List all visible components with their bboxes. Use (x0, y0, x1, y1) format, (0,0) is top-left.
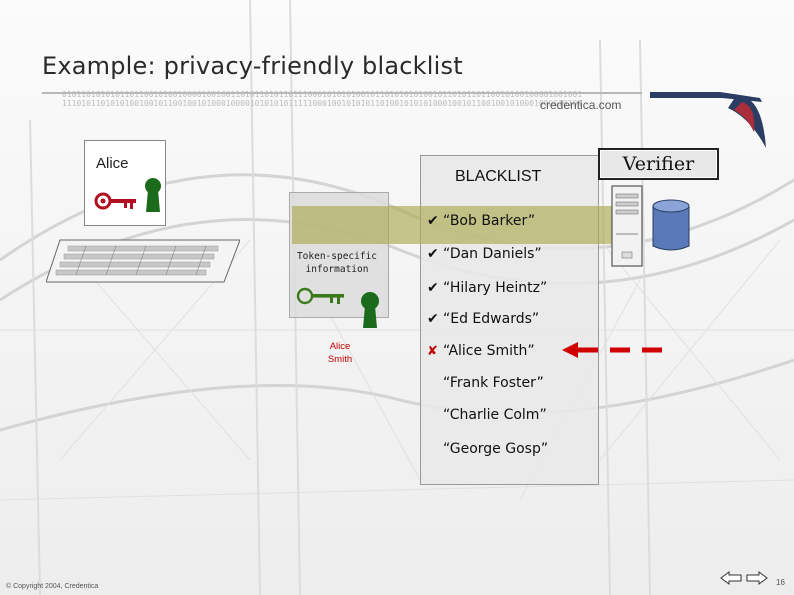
entry-name: “Ed Edwards” (443, 311, 540, 327)
blacklist-entry: “George Gosp” (427, 441, 548, 457)
token-keyhole-icon (361, 292, 379, 328)
alice-label: Alice (96, 155, 129, 172)
green-keyhole-icon (145, 178, 161, 212)
binary-strip: 0101101010101101100101001000010010011010… (62, 90, 582, 108)
blacklist-entry: ✔“Bob Barker” (427, 213, 535, 229)
entry-name: “Hilary Heintz” (443, 280, 548, 296)
check-icon: ✔ (427, 246, 439, 262)
red-key-icon (94, 192, 136, 210)
entry-name: “Frank Foster” (443, 375, 544, 391)
blacklist-entry: ✔“Dan Daniels” (427, 246, 542, 262)
copyright-footer: © Copyright 2004, Credentica (6, 583, 99, 590)
entry-name: “George Gosp” (443, 441, 549, 457)
database-icon (652, 199, 690, 251)
server-tower-icon (611, 185, 643, 267)
brand-text: credentica.com (540, 98, 622, 112)
blacklist-entry-match: ✘ “Alice Smith” (427, 343, 535, 359)
blacklist-entry: ✔“Ed Edwards” (427, 311, 539, 327)
check-icon: ✔ (427, 280, 439, 296)
token-label: Token-specific information (296, 251, 378, 275)
entry-name: “Charlie Colm” (443, 407, 547, 423)
entry-name: “Alice Smith” (443, 343, 535, 359)
check-icon: ✔ (427, 311, 439, 327)
cross-icon: ✘ (427, 344, 438, 359)
next-slide-icon[interactable] (746, 571, 768, 585)
blacklist-entry: “Charlie Colm” (427, 407, 547, 423)
token-owner-label: Alice Smith (327, 341, 353, 365)
verifier-label: Verifier (598, 148, 719, 180)
entry-name: “Dan Daniels” (443, 246, 542, 262)
check-icon: ✔ (427, 213, 439, 229)
slide-title: Example: privacy-friendly blacklist (42, 52, 463, 80)
prev-slide-icon[interactable] (720, 571, 742, 585)
entry-name: “Bob Barker” (443, 213, 536, 229)
keyboard-icon (46, 239, 240, 283)
blacklist-entry: ✔“Hilary Heintz” (427, 280, 547, 296)
token-highlight (292, 206, 622, 244)
title-divider (42, 92, 642, 94)
blacklist-entry: “Frank Foster” (427, 375, 544, 391)
page-number: 16 (776, 578, 785, 587)
match-arrow-icon (562, 342, 674, 358)
credentica-logo-icon (650, 92, 766, 148)
token-key-icon (296, 287, 344, 305)
blacklist-title: BLACKLIST (455, 168, 542, 185)
